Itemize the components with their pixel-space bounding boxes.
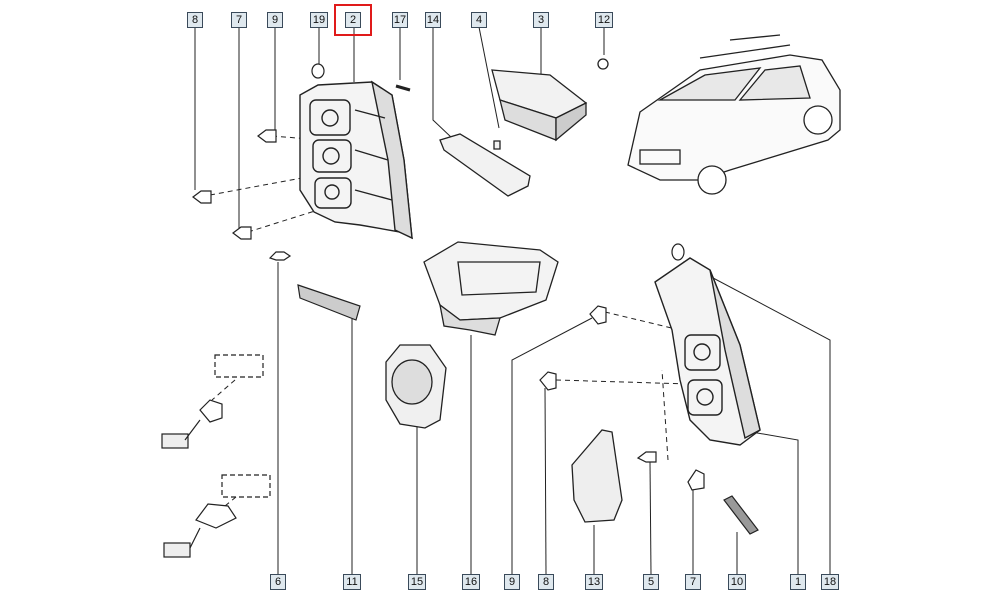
callout-12[interactable]: 12 — [595, 12, 613, 28]
right-rear-lamp — [654, 257, 761, 446]
callout-1[interactable]: 1 — [790, 574, 806, 590]
callout-16[interactable]: 16 — [462, 574, 480, 590]
callout-6[interactable]: 6 — [270, 574, 286, 590]
callout-3[interactable]: 3 — [533, 12, 549, 28]
callout-17[interactable]: 17 — [392, 12, 408, 28]
reflector-strip — [297, 284, 361, 321]
callout-9-top[interactable]: 9 — [267, 12, 283, 28]
callout-7-top[interactable]: 7 — [231, 12, 247, 28]
callout-11[interactable]: 11 — [343, 574, 361, 590]
callout-9-bottom[interactable]: 9 — [504, 574, 520, 590]
callout-19[interactable]: 19 — [310, 12, 328, 28]
bulb-holder — [385, 344, 447, 429]
vehicle-illustration — [627, 34, 841, 195]
third-brake-light — [439, 58, 609, 197]
callout-2-selected[interactable]: 2 — [345, 12, 361, 28]
bulb-housing-lower — [571, 429, 623, 523]
callout-7-bottom[interactable]: 7 — [685, 574, 701, 590]
selected-part-highlight — [334, 4, 372, 36]
bulbs-left — [192, 63, 411, 261]
callout-5[interactable]: 5 — [643, 574, 659, 590]
callout-15[interactable]: 15 — [408, 574, 426, 590]
loose-parts-left — [161, 354, 271, 558]
callout-10[interactable]: 10 — [728, 574, 746, 590]
lamp-housing-center — [423, 241, 559, 336]
bulbs-right — [539, 243, 759, 535]
callout-8-top[interactable]: 8 — [187, 12, 203, 28]
callout-4[interactable]: 4 — [471, 12, 487, 28]
callout-8-bottom[interactable]: 8 — [538, 574, 554, 590]
callout-14[interactable]: 14 — [425, 12, 441, 28]
bottom-leader-lines — [277, 261, 831, 575]
top-leader-lines — [194, 26, 605, 228]
callout-18[interactable]: 18 — [821, 574, 839, 590]
left-rear-lamp — [299, 80, 413, 240]
callout-13[interactable]: 13 — [585, 574, 603, 590]
